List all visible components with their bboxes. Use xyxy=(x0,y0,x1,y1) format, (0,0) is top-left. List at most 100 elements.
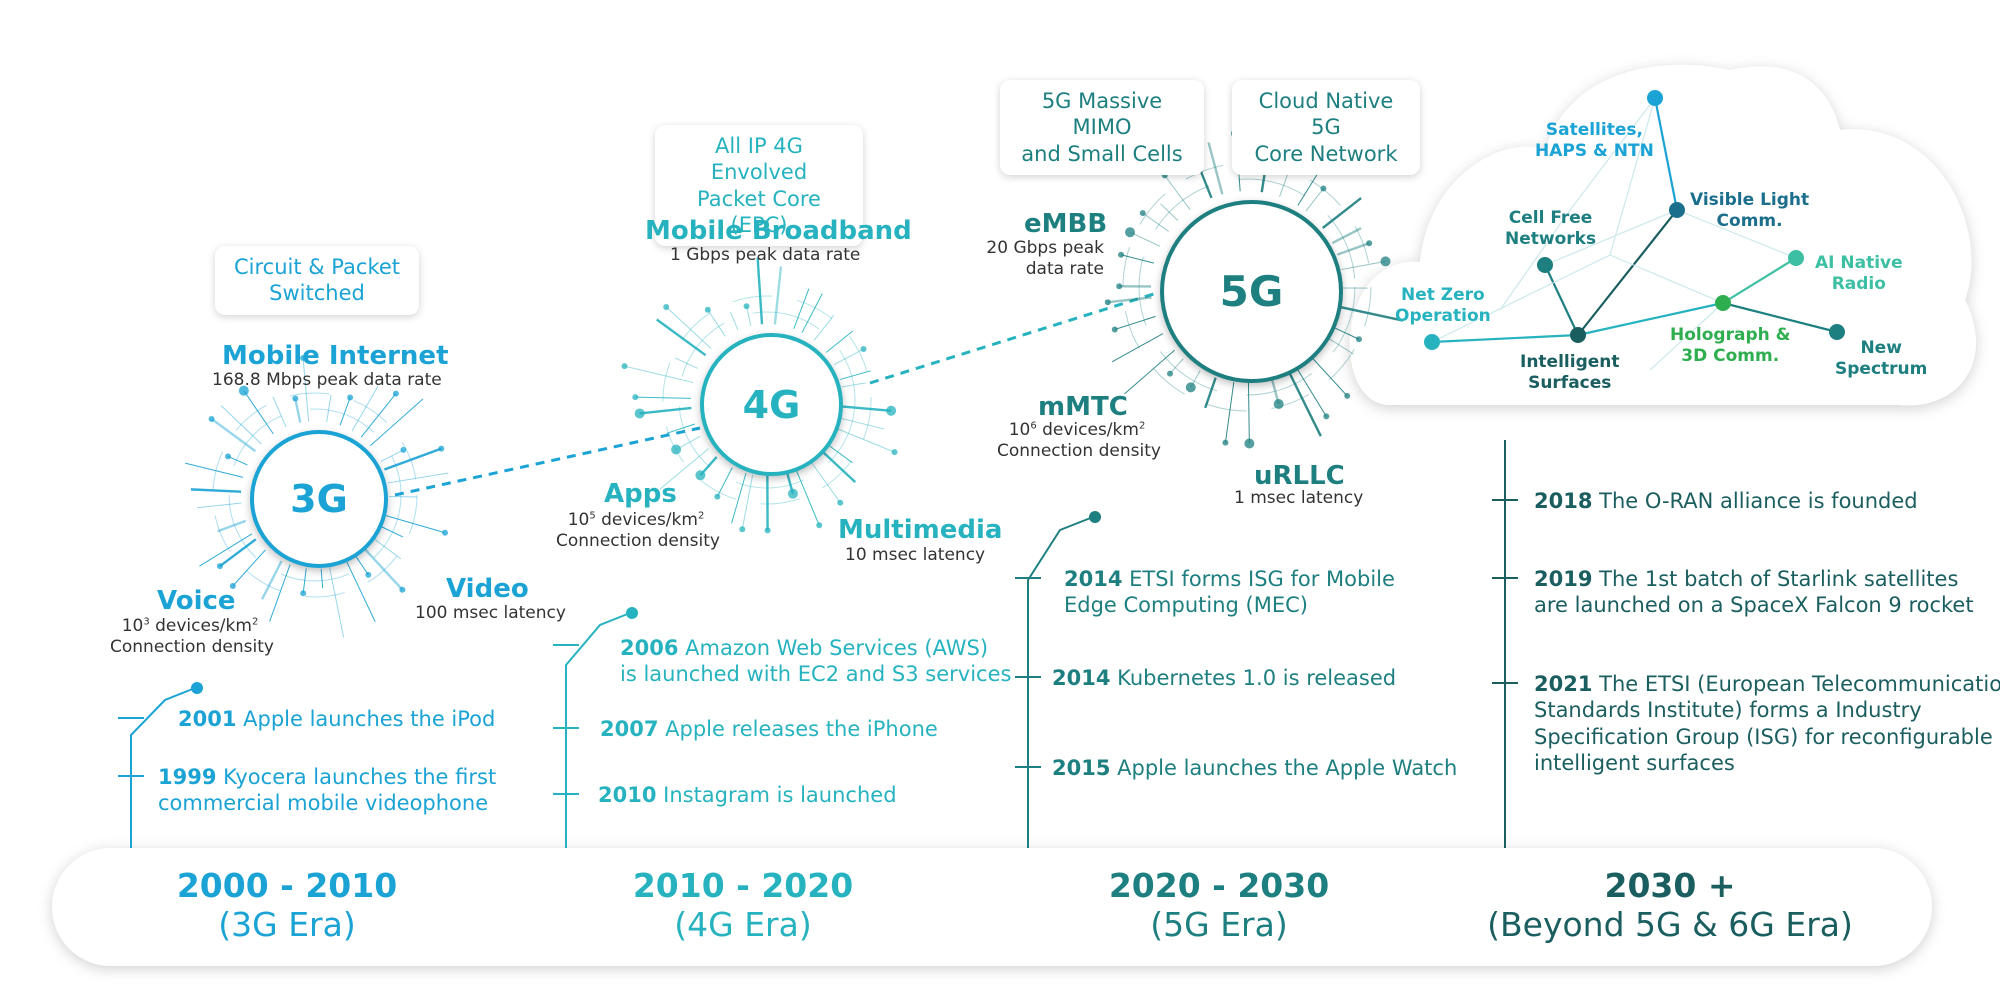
circuit-trace xyxy=(842,405,892,412)
circuit-arc xyxy=(678,311,856,489)
circuit-trace xyxy=(1204,377,1217,409)
circuit-ring-0 xyxy=(184,355,449,638)
circuit-node xyxy=(392,390,399,397)
circuit-trace xyxy=(624,365,694,383)
circuit-trace xyxy=(220,405,262,445)
event-3g-2001: 2001 Apple launches the iPod xyxy=(178,707,496,731)
circuit-node xyxy=(743,303,750,310)
circuit-trace xyxy=(1336,242,1370,256)
circuit-trace xyxy=(1114,315,1156,331)
circuit-trace xyxy=(1129,231,1161,247)
g5-mmtc-title: mMTC xyxy=(1038,392,1128,422)
circuit-trace xyxy=(360,393,397,438)
event-4g-2007: 2007 Apple releases the iPhone xyxy=(600,717,938,741)
circuit-trace xyxy=(793,288,810,330)
circuit-node xyxy=(1166,370,1173,377)
circuit-node xyxy=(739,526,746,533)
circuit-trace xyxy=(655,318,707,357)
circuit-trace xyxy=(1124,349,1176,395)
circuit-trace xyxy=(716,467,733,497)
g3-top-desc: 168.8 Mbps peak data rate xyxy=(212,370,442,390)
circuit-trace xyxy=(326,394,332,423)
timeline-5g-line xyxy=(1027,516,1094,848)
timeline-4g-line xyxy=(565,612,631,848)
circuit-trace xyxy=(351,385,379,432)
timeline-3g-line xyxy=(130,687,196,848)
circuit-trace xyxy=(1321,197,1362,229)
circuit-trace xyxy=(1207,142,1224,195)
circuit-node xyxy=(399,586,406,593)
circuit-node xyxy=(442,529,449,536)
circuit-trace xyxy=(1164,175,1191,211)
circuit-node xyxy=(714,493,721,500)
era-bar xyxy=(52,848,1932,966)
circuit-node xyxy=(300,590,307,597)
circuit-node xyxy=(1139,210,1146,217)
circuit-node xyxy=(704,306,711,313)
circuit-trace xyxy=(388,495,418,498)
circuit-node xyxy=(663,304,670,311)
circuit-trace xyxy=(833,348,864,365)
circuit-node xyxy=(1244,438,1255,449)
circuit-node xyxy=(1323,413,1330,420)
circuit-trace xyxy=(773,266,783,325)
circuit-trace xyxy=(199,533,253,567)
circuit-trace xyxy=(666,423,696,434)
event-6g-2021: 2021 The ETSI (European Telecommunicatio… xyxy=(1534,672,2000,775)
circuit-node xyxy=(764,527,771,534)
circuit-trace xyxy=(302,568,307,594)
g4-right-title: Multimedia xyxy=(838,515,1003,545)
era-4g: 2010 - 2020(4G Era) xyxy=(632,866,854,944)
circuit-node xyxy=(1320,185,1327,192)
circuit-trace xyxy=(294,398,302,423)
circuit-trace xyxy=(827,444,853,464)
circuit-node xyxy=(1185,382,1196,393)
circuit-node xyxy=(229,582,236,589)
g5-urllc-desc: 1 msec latency xyxy=(1234,488,1364,508)
circuit-trace xyxy=(346,561,376,622)
circuit-trace xyxy=(232,549,266,587)
circuit-node xyxy=(292,395,299,402)
circuit-trace xyxy=(1224,382,1235,443)
circuit-node xyxy=(225,453,232,460)
circuit-trace xyxy=(384,447,442,471)
g3-right-desc: 100 msec latency xyxy=(415,603,566,623)
g4-top-desc: 1 Gbps peak data rate xyxy=(670,245,861,265)
circuit-node xyxy=(216,563,223,570)
circuit-trace xyxy=(261,560,283,600)
node-satellites: Satellites,HAPS & NTN xyxy=(1535,120,1654,162)
circuit-trace xyxy=(1311,357,1348,397)
circuit-node xyxy=(400,446,407,453)
circuit-trace xyxy=(1340,306,1404,322)
circuit-trace xyxy=(387,472,449,484)
circuit-trace xyxy=(1107,296,1152,304)
circuit-node xyxy=(208,415,215,422)
circuit-trace xyxy=(320,568,324,589)
circuit-trace xyxy=(219,538,257,568)
circuit-trace xyxy=(381,526,404,538)
circuit-trace xyxy=(665,306,712,349)
circuit-node xyxy=(1380,256,1391,267)
circuit-trace xyxy=(364,548,404,591)
circuit-node xyxy=(860,346,867,353)
circuit-node xyxy=(621,363,628,370)
circuit-trace xyxy=(190,488,242,493)
node-holograph: Holograph &3D Comm. xyxy=(1670,325,1791,367)
circuit-trace xyxy=(369,398,424,447)
circuit-node xyxy=(1111,326,1118,333)
circuit-trace xyxy=(730,312,739,331)
circuit-trace xyxy=(1331,227,1362,245)
circuit-node xyxy=(671,444,682,455)
circuit-node xyxy=(695,470,706,481)
